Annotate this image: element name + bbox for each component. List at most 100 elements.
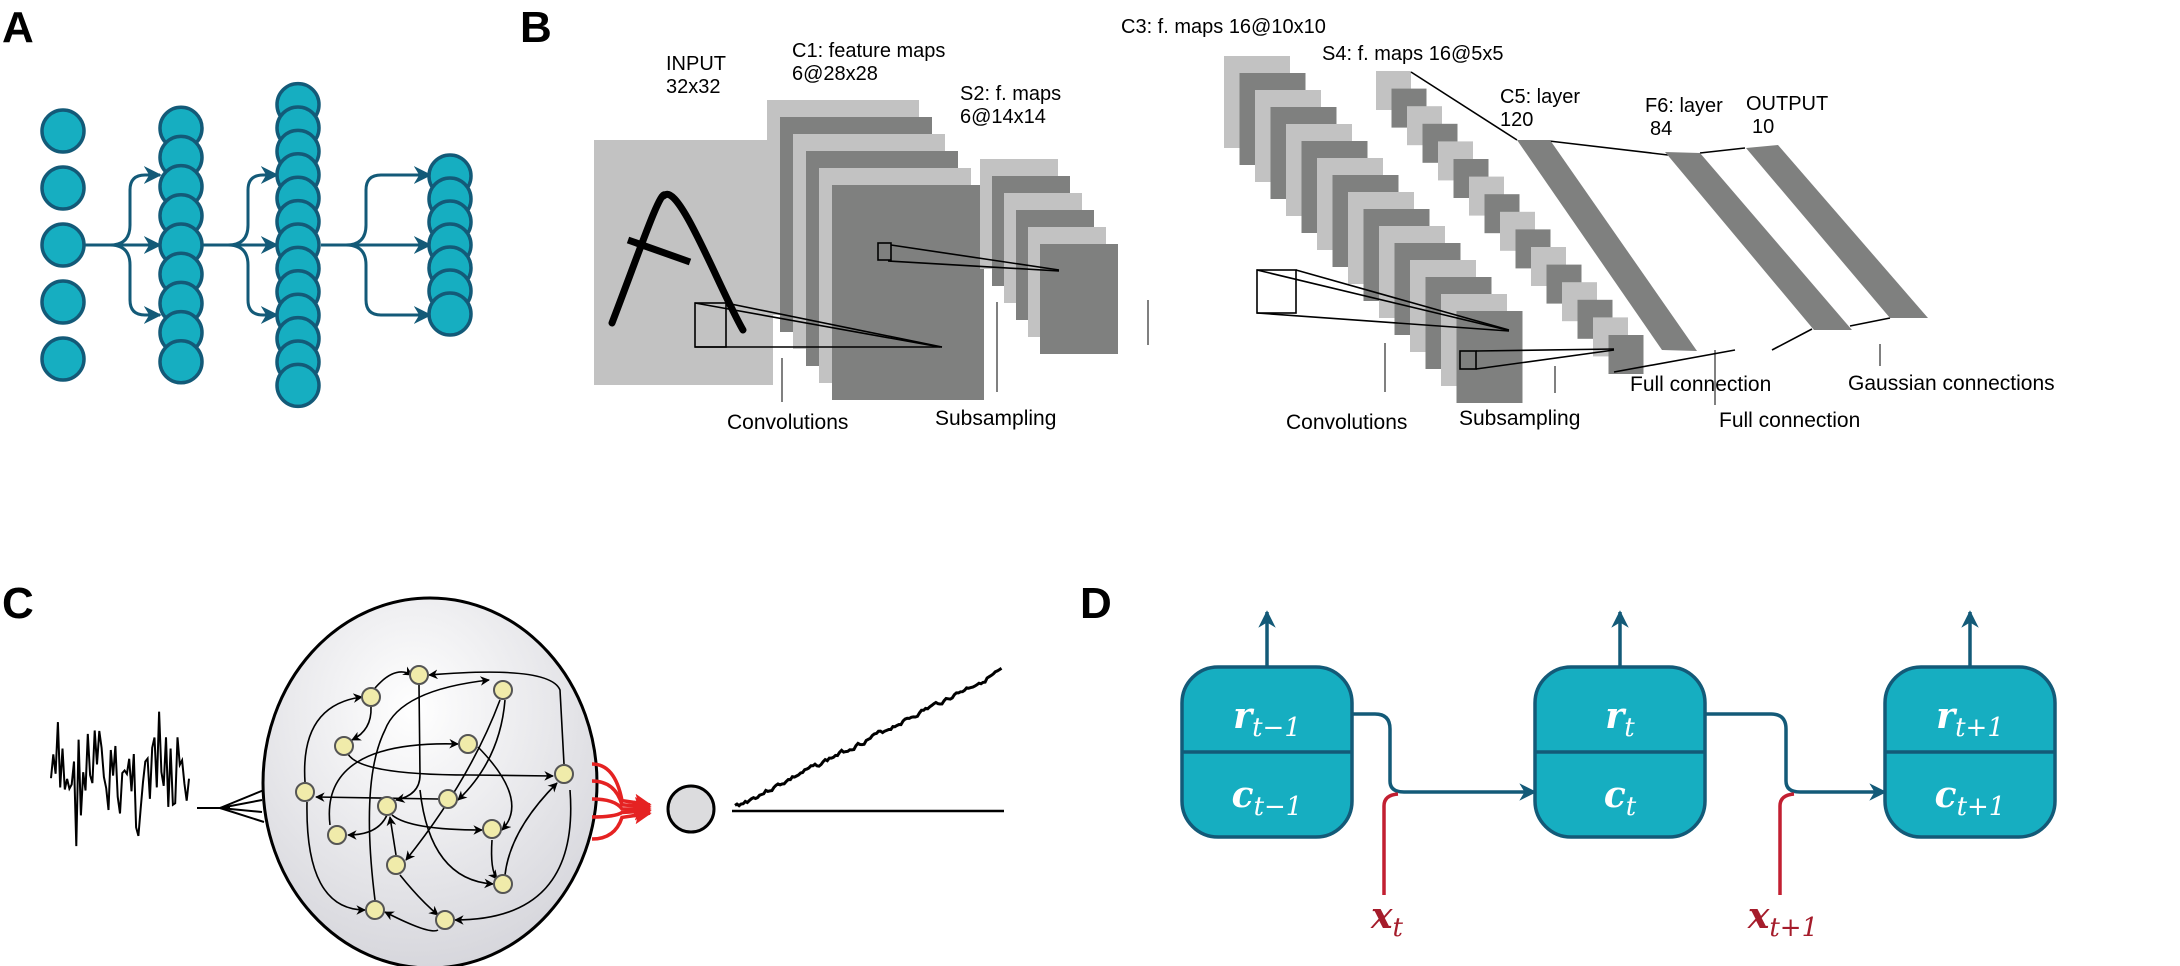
connection-arrow — [227, 166, 279, 247]
letter-a-bar — [626, 236, 692, 266]
hidden-state-label: rt — [1605, 695, 1635, 743]
recurrent-connection — [477, 746, 513, 831]
feature-map — [1040, 244, 1118, 354]
recurrent-connection — [384, 911, 439, 932]
recurrent-connection — [306, 801, 366, 915]
reservoir-node — [554, 764, 574, 784]
op-label-subsampling-1: Subsampling — [935, 407, 1056, 430]
cell-state-label: ct — [1604, 774, 1637, 822]
input-label: xt — [1370, 895, 1403, 943]
recurrent-connection — [351, 706, 372, 741]
panel-a: A — [2, 3, 473, 409]
layer-label-s2: S2: f. maps — [960, 83, 1061, 105]
recurrent-cell: rt+1 ct+1 — [1883, 610, 2057, 839]
recurrent-connection — [419, 789, 494, 889]
reservoir-node — [458, 734, 478, 754]
reservoir-node — [435, 910, 455, 930]
reservoir-sphere — [261, 596, 599, 966]
reservoir-connections — [303, 666, 572, 932]
reservoir-node — [438, 789, 458, 809]
cell-state-label: ct−1 — [1232, 774, 1303, 822]
layer-detail-c5: 120 — [1500, 109, 1533, 131]
connection-arrow — [109, 166, 162, 247]
panel-b: B — [520, 3, 2055, 434]
output-signal-trace — [734, 667, 1003, 808]
c1-feature-maps — [767, 100, 984, 400]
input-line — [1382, 792, 1399, 895]
layer-detail-c1: 6@28x28 — [792, 63, 878, 85]
input-label: xt+1 — [1747, 895, 1818, 943]
recurrent-connection — [399, 874, 439, 916]
reservoir-node — [327, 825, 347, 845]
reservoir-nodes — [295, 665, 574, 930]
reservoir-node — [295, 782, 315, 802]
neuron — [427, 291, 473, 337]
panel-label-a: A — [2, 3, 34, 52]
recurrent-connection — [391, 814, 483, 835]
s4-feature-maps — [1376, 71, 1644, 374]
operation-tick-lines — [781, 300, 1881, 405]
layer-label-s4: S4: f. maps 16@5x5 — [1322, 43, 1504, 65]
neuron — [40, 279, 86, 325]
readout-arrows — [591, 762, 652, 841]
recurrent-connection — [504, 782, 558, 876]
neuron — [275, 362, 321, 409]
reservoir-node — [334, 736, 354, 756]
readout-arrow — [591, 802, 652, 821]
recurrent-arrow — [1352, 712, 1537, 801]
neuron — [40, 165, 86, 211]
recurrent-connection — [457, 699, 506, 801]
c5-layer — [1517, 140, 1697, 351]
f6-layer — [1665, 152, 1852, 330]
layer-label-c3: C3: f. maps 16@10x10 — [1121, 16, 1326, 38]
layer-label-output: OUTPUT — [1746, 93, 1828, 115]
layer-detail-f6: 84 — [1650, 118, 1672, 140]
operation-labels: Convolutions Subsampling Convolutions Su… — [727, 372, 2055, 434]
input-signal-trace — [50, 711, 190, 847]
panel-c: C — [2, 579, 1004, 966]
recurrent-connection — [328, 738, 459, 826]
recurrent-cell: rt−1 ct−1 — [1180, 610, 1354, 839]
reservoir-node — [493, 680, 513, 700]
reservoir-node — [409, 665, 429, 685]
readout-unit — [666, 784, 716, 834]
panel-a-layers — [40, 81, 473, 409]
connection-arrow — [345, 243, 432, 324]
letter-a-stroke — [608, 191, 747, 334]
neuron — [40, 336, 86, 382]
reservoir-node — [493, 874, 513, 894]
layer-4 — [427, 153, 473, 337]
reservoir-node — [365, 900, 385, 920]
layer-detail-s2: 6@14x14 — [960, 106, 1046, 128]
readout-arrow — [591, 806, 652, 841]
panel-d: D rt−1 ct−1 rt ct rt+1 ct+1 xt xt+1 — [1080, 579, 2057, 943]
readout-arrow — [591, 779, 652, 815]
panel-label-c: C — [2, 579, 34, 628]
feature-map — [832, 185, 984, 400]
s2-feature-maps — [980, 159, 1118, 354]
receptive-field-lines — [694, 71, 1891, 373]
recurrent-connection — [405, 699, 501, 861]
panel-label-d: D — [1080, 579, 1112, 628]
op-label-convolutions-1: Convolutions — [727, 411, 848, 434]
reservoir-node — [386, 855, 406, 875]
hidden-state-label: rt−1 — [1233, 695, 1301, 743]
output-layer — [1746, 145, 1928, 318]
layer-label-f6: F6: layer — [1645, 95, 1723, 117]
panel-label-b: B — [520, 3, 552, 52]
connection-arrow — [227, 243, 279, 324]
input-projection-lines — [197, 789, 265, 823]
recurrent-connection — [315, 792, 439, 802]
op-label-full-connection-1: Full connection — [1630, 373, 1771, 396]
layer-3 — [275, 81, 321, 409]
hidden-state-label: rt+1 — [1936, 695, 2004, 743]
op-label-full-connection-2: Full connection — [1719, 409, 1860, 432]
neuron — [40, 108, 86, 154]
layer-2 — [158, 105, 204, 385]
neuron — [40, 222, 86, 268]
reservoir-node — [361, 687, 381, 707]
layer-1 — [40, 108, 86, 382]
layer-labels: INPUT 32x32 C1: feature maps 6@28x28 S2:… — [666, 16, 1828, 140]
cell-state-label: ct+1 — [1935, 774, 2006, 822]
